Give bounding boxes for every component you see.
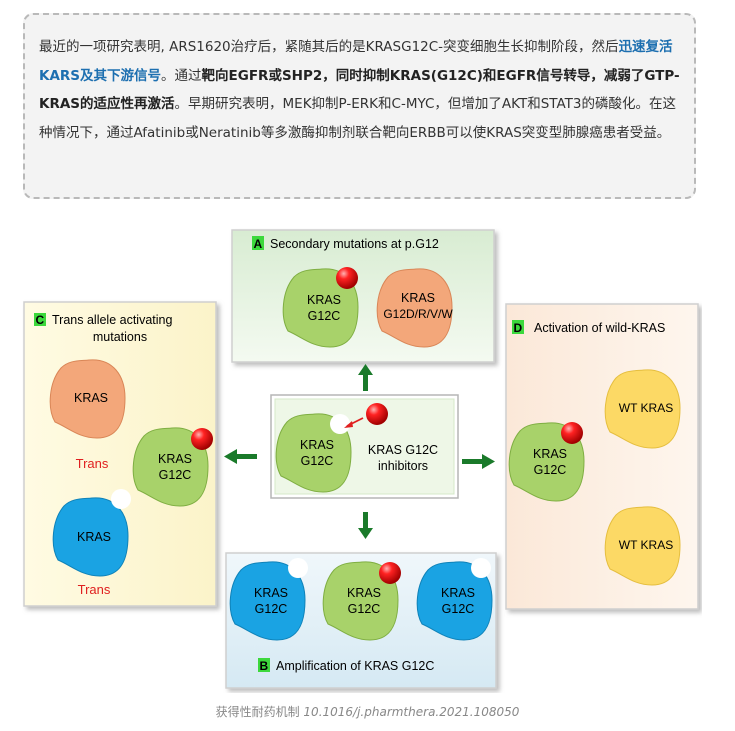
direction-arrows: [224, 364, 495, 539]
note-part-0: 最近的一项研究表明, ARS1620治疗后，紧随其后的是KRASG12C-突变细…: [39, 39, 619, 55]
panel-b-letter: B: [260, 659, 269, 673]
svg-text:KRAS: KRAS: [74, 391, 108, 405]
panel-b-title: Amplification of KRAS G12C: [276, 659, 434, 673]
panel-d-letter: D: [514, 321, 523, 335]
note-part-1: 迅速复活KARS及其下游信号: [39, 39, 673, 84]
panel-b: KRAS G12C KRAS G12C KRAS G12C B Amplific…: [225, 552, 497, 689]
svg-text:KRAS: KRAS: [77, 530, 111, 544]
arrow-left: [224, 449, 257, 464]
svg-text:KRAS: KRAS: [401, 291, 435, 305]
kras-g12c-blob-b3: KRAS G12C: [416, 561, 493, 641]
inhibitor-ball: [191, 428, 213, 450]
svg-text:WT KRAS: WT KRAS: [619, 401, 673, 415]
svg-text:G12C: G12C: [308, 309, 341, 323]
panel-d-title: Activation of wild-KRAS: [534, 321, 665, 335]
inhibitor-label-1: KRAS G12C: [368, 443, 438, 457]
svg-text:G12C: G12C: [159, 468, 192, 482]
panel-d: D Activation of wild-KRAS KRAS G12C WT K…: [505, 303, 699, 610]
svg-text:KRAS: KRAS: [533, 447, 567, 461]
svg-text:WT KRAS: WT KRAS: [619, 538, 673, 552]
panel-c-title-line2: mutations: [93, 330, 147, 344]
svg-text:KRAS: KRAS: [254, 586, 288, 600]
kras-g12c-blob-a: KRAS G12C: [282, 268, 359, 348]
inhibitor-label-2: inhibitors: [378, 459, 428, 473]
svg-text:KRAS: KRAS: [300, 438, 334, 452]
trans-label-2: Trans: [78, 582, 111, 597]
summary-note: 最近的一项研究表明, ARS1620治疗后，紧随其后的是KRASG12C-突变细…: [23, 13, 696, 199]
svg-text:KRAS: KRAS: [441, 586, 475, 600]
svg-text:KRAS: KRAS: [307, 293, 341, 307]
kras-g12c-blob-b2: KRAS G12C: [322, 561, 399, 641]
kras-g12c-blob-d: KRAS G12C: [508, 422, 585, 502]
svg-text:KRAS: KRAS: [158, 452, 192, 466]
note-part-4: 。早期研究表明，MEK抑制P-ERK和C-MYC，但增加了AKT和STAT3的磷…: [39, 96, 676, 141]
svg-text:G12C: G12C: [348, 602, 381, 616]
caption-prefix: 获得性耐药机制: [215, 705, 300, 719]
panel-a-letter: A: [254, 237, 263, 251]
kras-g12c-blob-center: KRAS G12C: [275, 413, 352, 493]
svg-text:G12D/R/V/W: G12D/R/V/W: [383, 307, 453, 321]
panel-c-letter-bg: [34, 313, 46, 326]
panel-c-title-line1: Trans allele activating: [52, 313, 172, 327]
note-part-2: 。通过: [161, 67, 202, 84]
figure-caption: 获得性耐药机制 10.1016/j.pharmthera.2021.108050: [0, 703, 735, 720]
resistance-mechanism-diagram: C Trans allele activating mutations KRAS…: [23, 229, 699, 689]
empty-binding-site: [111, 489, 131, 509]
center-panel: KRAS G12C KRAS G12C inhibitors: [270, 394, 459, 499]
panel-c-letter: C: [36, 313, 45, 327]
arrow-up: [358, 364, 373, 391]
svg-text:G12C: G12C: [255, 602, 288, 616]
arrow-right: [462, 454, 495, 469]
arrow-down: [358, 512, 373, 539]
wt-kras-blob-2: WT KRAS: [604, 506, 681, 586]
kras-g12c-blob-c: KRAS G12C: [132, 427, 209, 507]
kras-g12c-blob-b1: KRAS G12C: [229, 561, 306, 641]
panel-c: C Trans allele activating mutations KRAS…: [23, 301, 217, 607]
kras-g12-mutant-blob: KRAS G12D/R/V/W: [376, 268, 453, 348]
svg-text:G12C: G12C: [534, 463, 567, 477]
wt-kras-blob-1: WT KRAS: [604, 369, 681, 449]
trans-label-1: Trans: [76, 456, 109, 471]
svg-text:KRAS: KRAS: [347, 586, 381, 600]
svg-text:G12C: G12C: [442, 602, 475, 616]
inhibitor-ball-center: [366, 403, 388, 425]
kras-trans-blob-orange: KRAS: [49, 359, 126, 439]
caption-doi: 10.1016/j.pharmthera.2021.108050: [303, 705, 520, 719]
note-part-3: 靶向EGFR或SHP2，同时抑制KRAS(G12C)和EGFR信号转导，减弱了G…: [39, 67, 680, 113]
kras-trans-blob-blue: KRAS: [52, 497, 129, 577]
panel-a: A Secondary mutations at p.G12 KRAS G12C…: [231, 229, 495, 363]
svg-text:G12C: G12C: [301, 454, 334, 468]
panel-a-title: Secondary mutations at p.G12: [270, 237, 439, 251]
